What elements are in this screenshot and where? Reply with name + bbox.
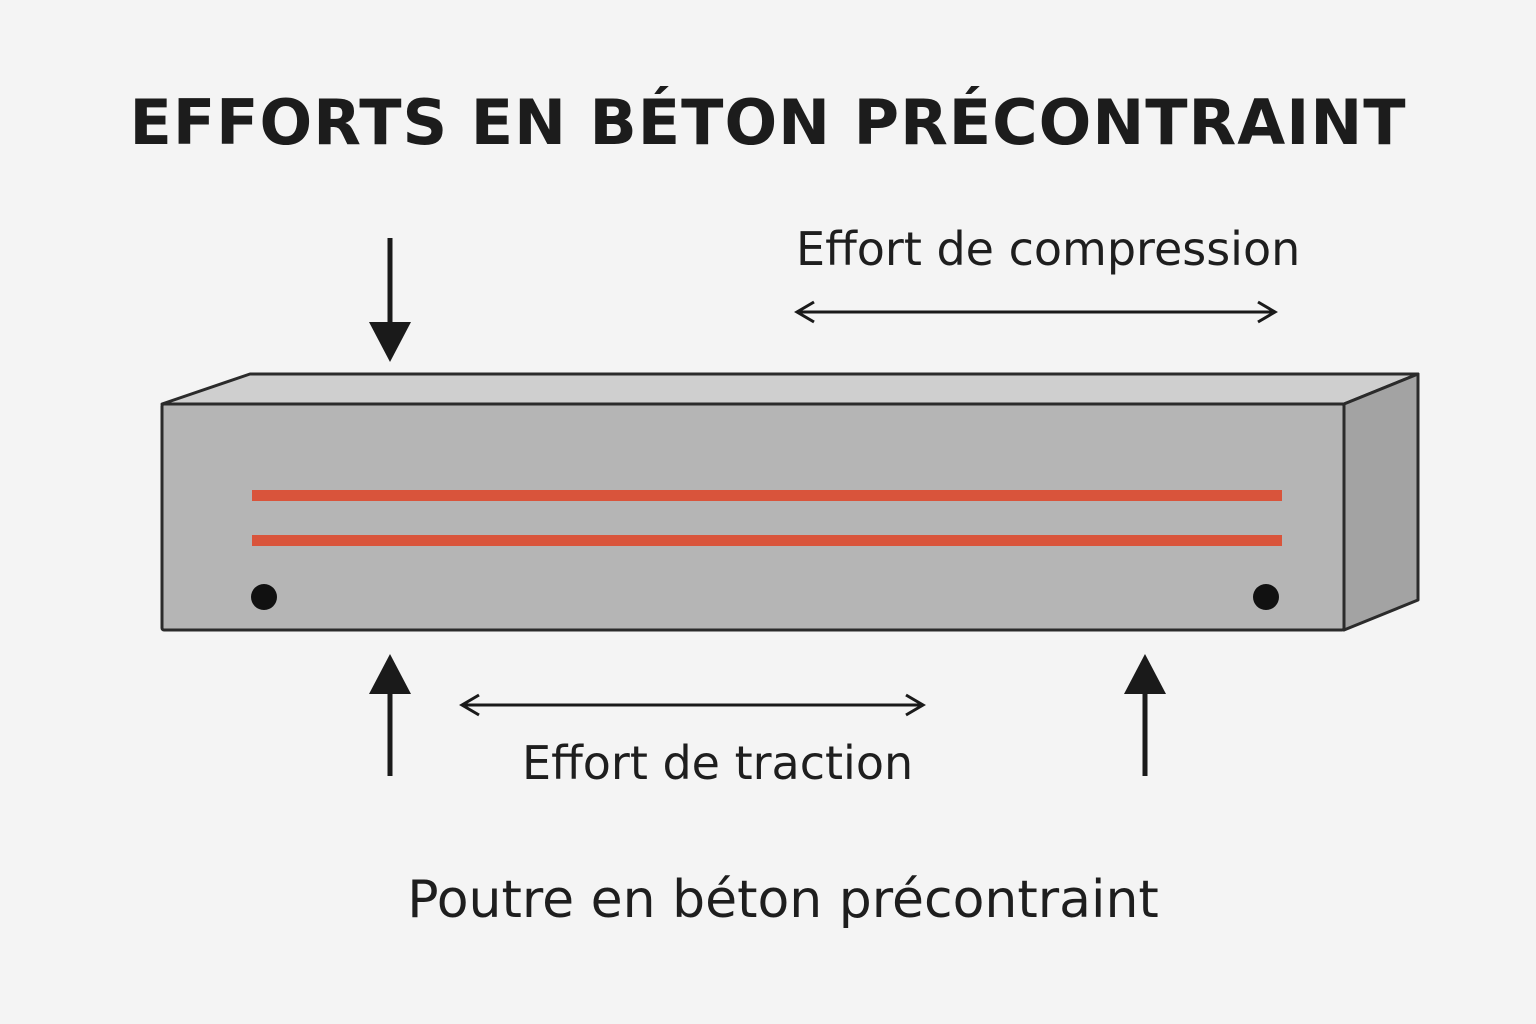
prestressing-tendon-upper [252,490,1282,501]
anchor-left [251,584,277,610]
traction-arrow [459,693,926,717]
prestressing-tendon-lower [252,535,1282,546]
compression-label: Effort de compression [796,222,1301,276]
beam-side-face [1342,372,1420,632]
beam-front-face [160,402,1346,632]
beam-top-face [160,372,1420,406]
diagram-title: EFFORTS EN BÉTON PRÉCONTRAINT [129,86,1407,159]
beam-caption: Poutre en béton précontraint [407,870,1159,930]
support-arrow-left [369,654,411,776]
compression-arrow [794,300,1278,324]
load-arrow-down [369,238,411,362]
anchor-right [1253,584,1279,610]
support-arrow-right [1124,654,1166,776]
traction-label: Effort de traction [522,736,914,790]
